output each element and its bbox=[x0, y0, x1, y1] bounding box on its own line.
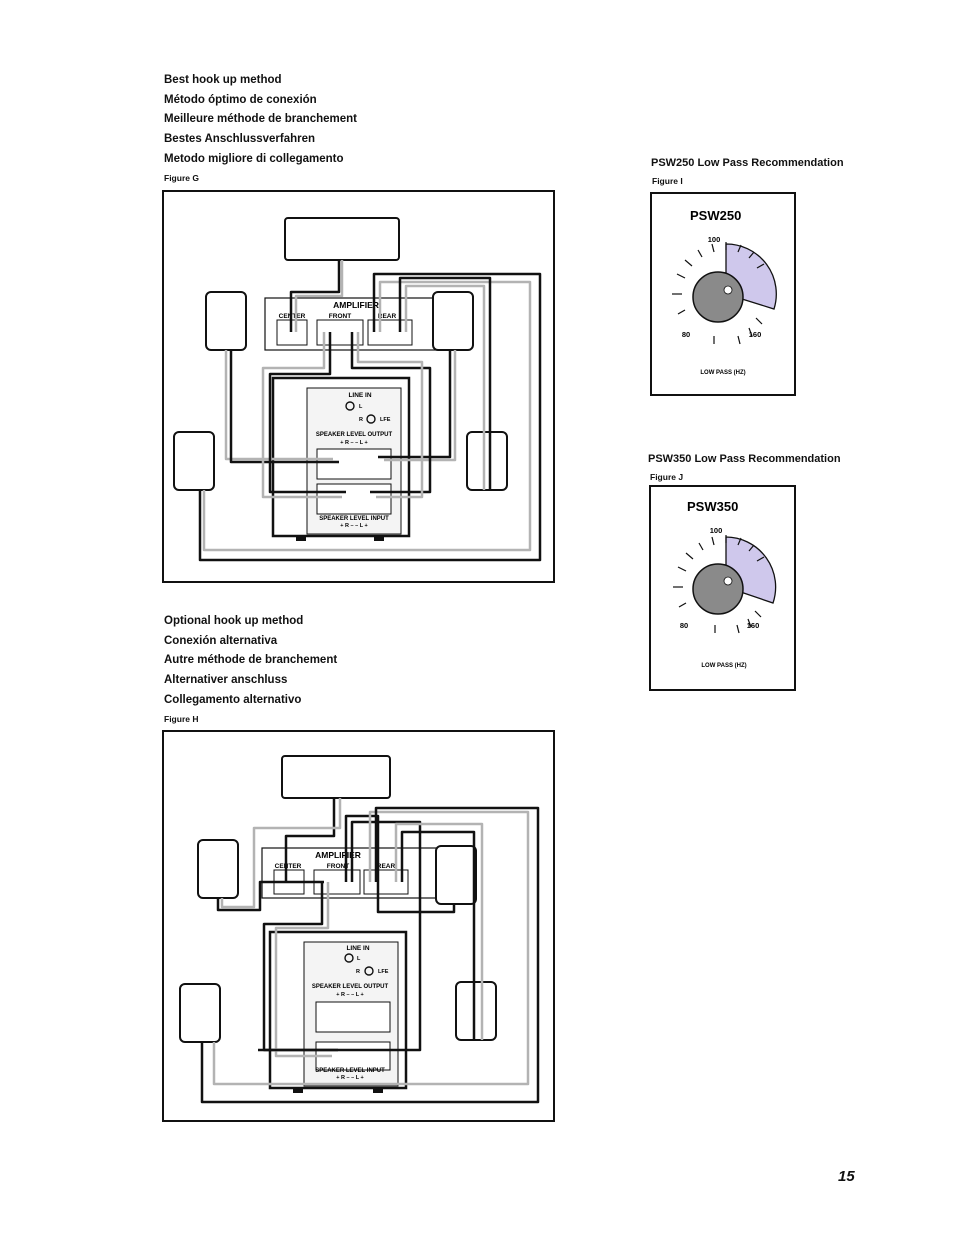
svg-text:100: 100 bbox=[708, 235, 721, 244]
psw250-dial: PSW250 100 80 160 LOW PASS (HZ) bbox=[672, 208, 777, 376]
svg-text:LINE IN: LINE IN bbox=[348, 392, 371, 399]
psw250-title: PSW250 Low Pass Recommendation bbox=[651, 157, 844, 169]
optional-heading-es: Conexión alternativa bbox=[164, 634, 278, 647]
front-left-speaker-icon bbox=[205, 291, 247, 351]
svg-text:LOW PASS (HZ): LOW PASS (HZ) bbox=[700, 370, 745, 376]
svg-text:SPEAKER LEVEL OUTPUT: SPEAKER LEVEL OUTPUT bbox=[316, 432, 393, 438]
best-heading-en: Best hook up method bbox=[164, 74, 282, 86]
front-left-speaker-icon bbox=[197, 839, 239, 899]
svg-text:PSW250: PSW250 bbox=[690, 208, 741, 223]
svg-text:SPEAKER LEVEL INPUT: SPEAKER LEVEL INPUT bbox=[319, 516, 389, 522]
psw350-dial: PSW350 100 80 160 LOW PASS (HZ) bbox=[673, 499, 777, 669]
svg-text:REAR: REAR bbox=[377, 863, 396, 870]
front-right-speaker-icon bbox=[435, 845, 477, 905]
figure-h-diagram: AMPLIFIER CENTER FRONT REAR LINE IN L R … bbox=[162, 730, 555, 1122]
svg-text:R: R bbox=[359, 417, 363, 423]
amplifier-icon bbox=[261, 847, 451, 899]
svg-text:AMPLIFIER: AMPLIFIER bbox=[333, 300, 379, 310]
best-heading-list: Best hook up method Método óptimo de con… bbox=[164, 71, 357, 169]
svg-text:+ R – – L +: + R – – L + bbox=[340, 440, 367, 446]
psw250-panel: PSW250 100 80 160 LOW PASS (HZ) bbox=[650, 192, 796, 396]
svg-text:L: L bbox=[357, 956, 361, 962]
rear-right-speaker-icon bbox=[466, 431, 508, 491]
svg-text:FRONT: FRONT bbox=[327, 863, 349, 870]
psw350-title: PSW350 Low Pass Recommendation bbox=[648, 453, 841, 465]
psw350-panel: PSW350 100 80 160 LOW PASS (HZ) bbox=[649, 485, 796, 691]
wiring-diagram-g: AMPLIFIER CENTER FRONT REAR LINE IN L R … bbox=[173, 217, 542, 562]
svg-text:LFE: LFE bbox=[380, 417, 391, 423]
rear-left-speaker-icon bbox=[173, 431, 215, 491]
figure-i-label: Figure I bbox=[652, 176, 683, 186]
svg-text:LOW PASS (HZ): LOW PASS (HZ) bbox=[701, 663, 746, 669]
best-heading-fr: Meilleure méthode de branchement bbox=[164, 113, 357, 126]
svg-text:AMPLIFIER: AMPLIFIER bbox=[315, 850, 361, 860]
best-heading-es: Método óptimo de conexión bbox=[164, 93, 317, 106]
optional-heading-de: Alternativer anschluss bbox=[164, 674, 288, 687]
center-speaker-icon bbox=[284, 217, 400, 261]
svg-text:SPEAKER LEVEL OUTPUT: SPEAKER LEVEL OUTPUT bbox=[312, 984, 389, 990]
knob-icon bbox=[692, 563, 744, 615]
center-speaker-icon bbox=[281, 755, 391, 799]
svg-text:80: 80 bbox=[680, 621, 688, 630]
best-heading-it: Metodo migliore di collegamento bbox=[164, 152, 344, 165]
best-heading-de: Bestes Anschlussverfahren bbox=[164, 133, 316, 146]
figure-g-label: Figure G bbox=[164, 173, 199, 183]
svg-text:160: 160 bbox=[747, 621, 760, 630]
svg-text:80: 80 bbox=[682, 330, 690, 339]
svg-text:FRONT: FRONT bbox=[329, 313, 351, 320]
svg-text:100: 100 bbox=[710, 526, 723, 535]
svg-text:SPEAKER LEVEL INPUT: SPEAKER LEVEL INPUT bbox=[315, 1068, 385, 1074]
svg-text:L: L bbox=[359, 404, 363, 410]
knob-icon bbox=[692, 271, 744, 323]
figure-j-label: Figure J bbox=[650, 472, 684, 482]
front-right-speaker-icon bbox=[432, 291, 474, 351]
svg-text:160: 160 bbox=[749, 330, 762, 339]
svg-text:+ R – – L +: + R – – L + bbox=[340, 523, 367, 529]
optional-heading-it: Collegamento alternativo bbox=[164, 693, 302, 706]
figure-h-label: Figure H bbox=[164, 714, 199, 724]
rear-left-speaker-icon bbox=[179, 983, 221, 1043]
svg-text:LINE IN: LINE IN bbox=[346, 945, 369, 952]
svg-text:PSW350: PSW350 bbox=[687, 499, 738, 514]
svg-text:CENTER: CENTER bbox=[275, 863, 302, 870]
svg-text:REAR: REAR bbox=[378, 313, 397, 320]
optional-heading-en: Optional hook up method bbox=[164, 615, 304, 627]
figure-g-diagram: AMPLIFIER CENTER FRONT REAR LINE IN L R … bbox=[162, 190, 555, 583]
rear-right-speaker-icon bbox=[455, 981, 497, 1041]
optional-heading-fr: Autre méthode de branchement bbox=[164, 654, 338, 667]
svg-text:+ R – – L +: + R – – L + bbox=[336, 992, 363, 998]
svg-text:+ R – – L +: + R – – L + bbox=[336, 1075, 363, 1081]
svg-text:R: R bbox=[356, 969, 360, 975]
optional-heading-list: Optional hook up method Conexión alterna… bbox=[164, 612, 337, 710]
wiring-diagram-h: AMPLIFIER CENTER FRONT REAR LINE IN L R … bbox=[179, 755, 540, 1104]
page-number: 15 bbox=[838, 1168, 855, 1185]
svg-text:LFE: LFE bbox=[378, 969, 389, 975]
